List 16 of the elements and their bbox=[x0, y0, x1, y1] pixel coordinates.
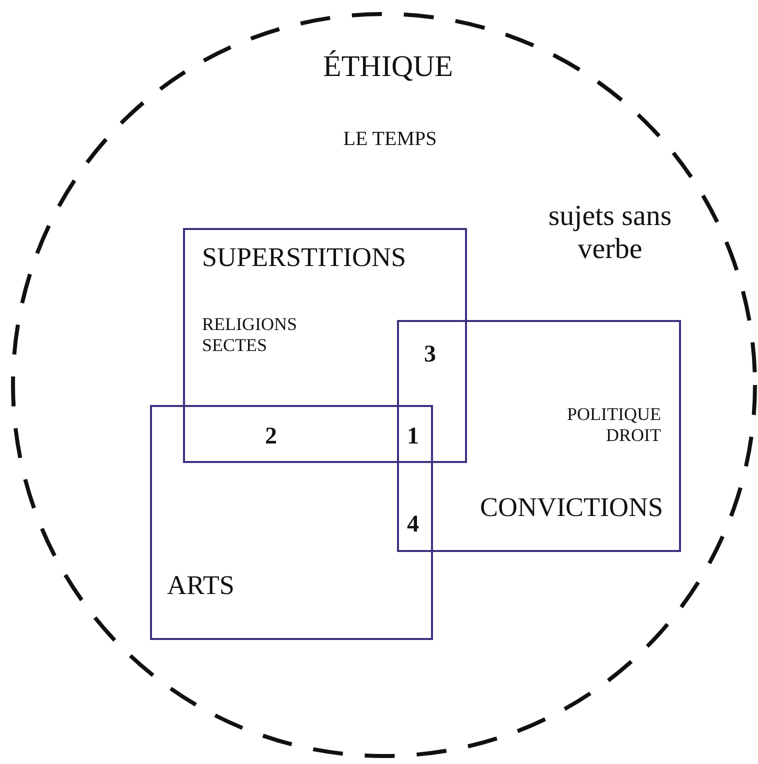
category-label: LE TEMPS bbox=[343, 128, 437, 151]
box-heading: CONVICTIONS bbox=[480, 492, 663, 524]
box-heading: SUPERSTITIONS bbox=[202, 242, 406, 274]
category-box bbox=[150, 405, 433, 640]
category-label: POLITIQUE DROIT bbox=[566, 404, 661, 446]
region-number: 4 bbox=[407, 512, 419, 538]
category-box bbox=[397, 320, 681, 552]
title-text: ÉTHIQUE bbox=[323, 50, 453, 84]
category-label: RELIGIONS SECTES bbox=[202, 314, 298, 356]
region-number: 2 bbox=[265, 424, 277, 450]
dashed-circle bbox=[11, 12, 757, 758]
region-number: 1 bbox=[407, 424, 419, 450]
category-box bbox=[183, 228, 467, 463]
box-heading: ARTS bbox=[167, 570, 234, 602]
region-number: 3 bbox=[424, 342, 436, 368]
caption-text: sujets sans verbe bbox=[547, 200, 673, 267]
